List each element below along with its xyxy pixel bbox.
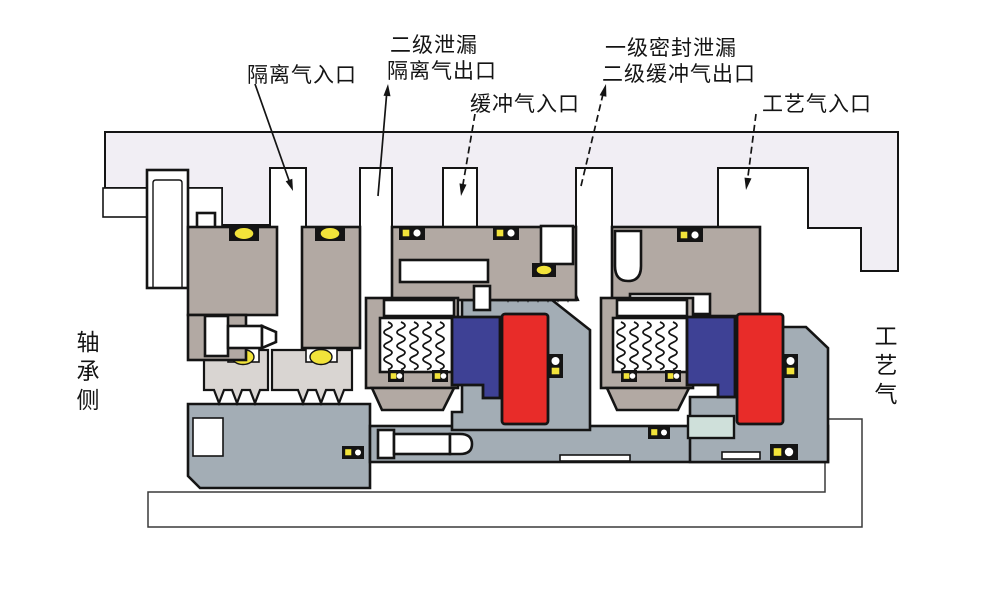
o-ring (399, 226, 425, 240)
set-bolt-vertical (613, 229, 643, 283)
o-ring (493, 226, 519, 240)
o-ring (665, 370, 681, 382)
o-ring (532, 263, 556, 277)
spring-retainer-stage1 (364, 296, 460, 412)
label-primary-leak-line1: 一级密封泄漏 (605, 36, 737, 60)
end-gland (145, 168, 217, 290)
sleeve-bolt (376, 428, 474, 460)
o-ring (548, 354, 563, 378)
seal-housing (104, 131, 899, 272)
arrowhead-up (599, 84, 607, 97)
housing-post (472, 284, 492, 312)
spring-retainer-stage2 (599, 296, 695, 412)
label-bearing-side: 轴承侧 (72, 330, 98, 417)
shaft (147, 418, 863, 528)
o-ring (315, 226, 345, 241)
sleeve-slot (721, 451, 761, 460)
stationary-seal-ring-stage1 (450, 315, 502, 400)
sleeve-slot (559, 454, 631, 462)
rotating-seal-ring-stage1 (500, 312, 550, 426)
o-ring (770, 444, 798, 460)
leader-primary-leak-outlet (580, 89, 605, 187)
label-process-gas-inlet: 工艺气入口 (762, 92, 872, 116)
o-ring (432, 370, 448, 382)
label-secondary-leak-line1: 二级泄漏 (390, 33, 478, 57)
stationary-seal-ring-stage2 (685, 315, 737, 399)
o-ring (783, 354, 798, 378)
o-ring (621, 370, 637, 382)
flange-step (102, 187, 148, 218)
o-ring (309, 348, 333, 366)
sleeve-notch (192, 417, 224, 457)
o-ring (648, 426, 670, 439)
labyrinth-seal (202, 348, 270, 407)
label-process-gas: 工艺气 (870, 324, 896, 411)
cartridge-block (300, 225, 362, 350)
arrowhead-down (744, 177, 752, 190)
o-ring (677, 228, 703, 242)
o-ring (342, 446, 364, 459)
arrowhead-up (383, 84, 391, 97)
labyrinth-seal (270, 348, 354, 407)
gland-bolt (203, 314, 278, 358)
arrowhead-down (285, 178, 293, 191)
port-channel (539, 224, 575, 266)
label-buffer-gas-inlet: 缓冲气入口 (470, 92, 580, 116)
label-isolation-gas-inlet: 隔离气入口 (247, 63, 357, 87)
arrowhead-down (459, 183, 467, 196)
leader-isolation-gas-inlet (254, 83, 292, 187)
leader-lines (254, 83, 757, 197)
label-secondary-leak-line2: 隔离气出口 (387, 59, 497, 83)
leader-buffer-gas-inlet (461, 113, 476, 191)
drive-key (686, 414, 736, 440)
o-ring (229, 226, 259, 241)
rotating-seal-ring-stage2 (735, 312, 785, 426)
label-primary-leak-line2: 二级缓冲气出口 (602, 62, 756, 86)
leader-secondary-leak-outlet (377, 89, 388, 197)
housing-slot (398, 258, 490, 284)
leader-process-gas-inlet (746, 113, 757, 185)
o-ring (388, 370, 404, 382)
